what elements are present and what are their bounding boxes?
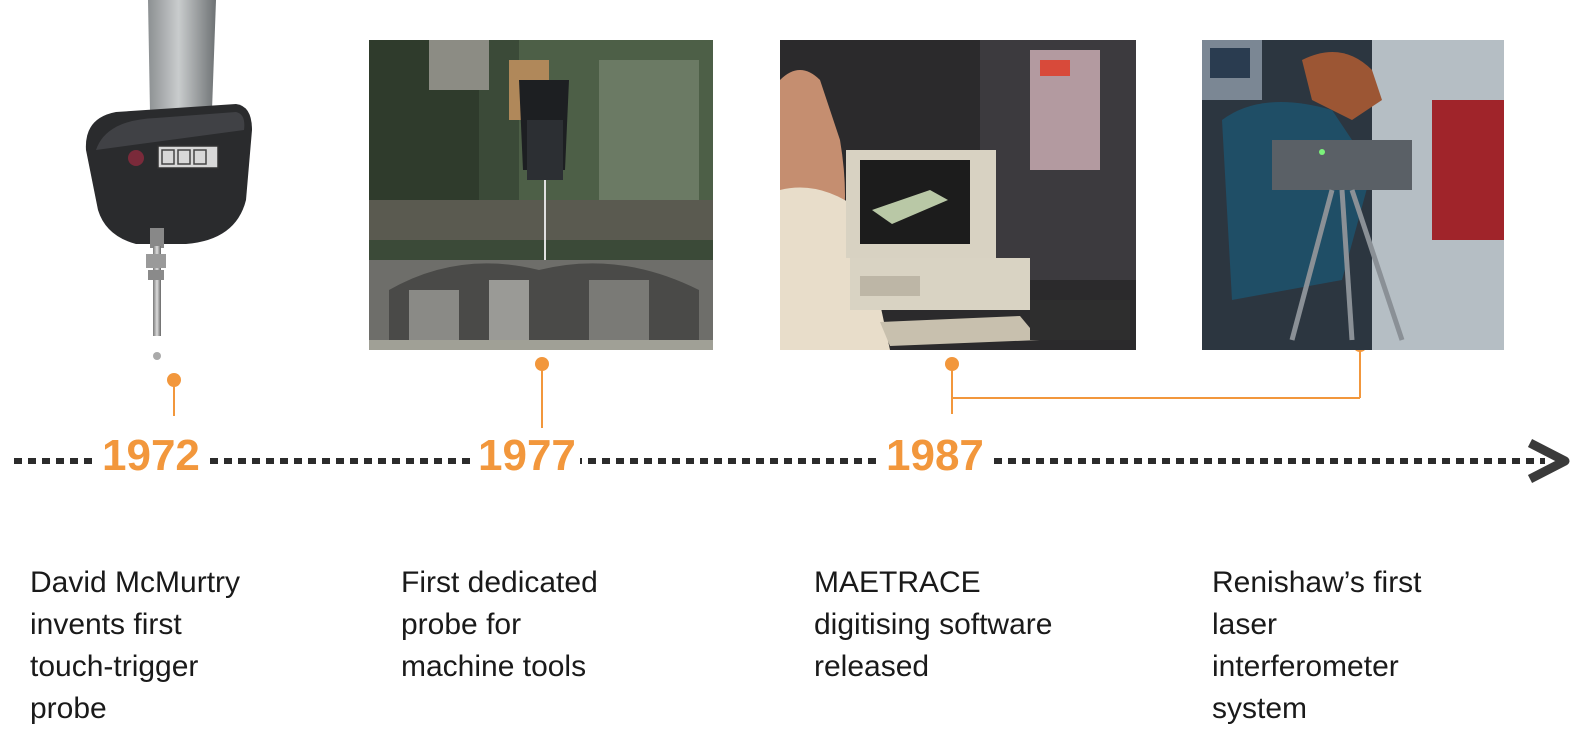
caption-laser: Renishaw’s first laser interferometer sy… xyxy=(1212,566,1422,725)
digitising-workstation-image xyxy=(780,40,1136,350)
year-1972: 1972 xyxy=(98,428,204,484)
laser-interferometer-image xyxy=(1202,40,1504,350)
timeline-arrowhead xyxy=(1527,438,1570,484)
caption-1972: David McMurtry invents first touch-trigg… xyxy=(30,566,241,725)
machine-tool-probe-image xyxy=(369,40,713,350)
caption-1987: MAETRACE digitising software released xyxy=(814,566,1053,683)
caption-1977: First dedicated probe for machine tools xyxy=(401,566,598,683)
connector-1977 xyxy=(535,357,549,434)
year-1977: 1977 xyxy=(474,428,580,484)
year-1987: 1987 xyxy=(882,428,988,484)
connector-1972 xyxy=(167,373,181,416)
touch-trigger-probe-image xyxy=(85,0,252,360)
